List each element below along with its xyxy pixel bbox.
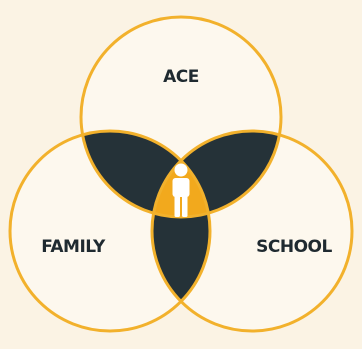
overlap-ace-school: [152, 131, 281, 217]
circle-school-outline: [150, 129, 354, 333]
label-school: SCHOOL: [256, 237, 332, 257]
circle-ace-outline: [79, 15, 283, 219]
overlap-ace-family: [81, 131, 210, 217]
person-icon: [172, 163, 190, 217]
circle-family-outline: [8, 129, 212, 333]
label-family: FAMILY: [41, 237, 106, 257]
label-ace: ACE: [163, 67, 199, 87]
